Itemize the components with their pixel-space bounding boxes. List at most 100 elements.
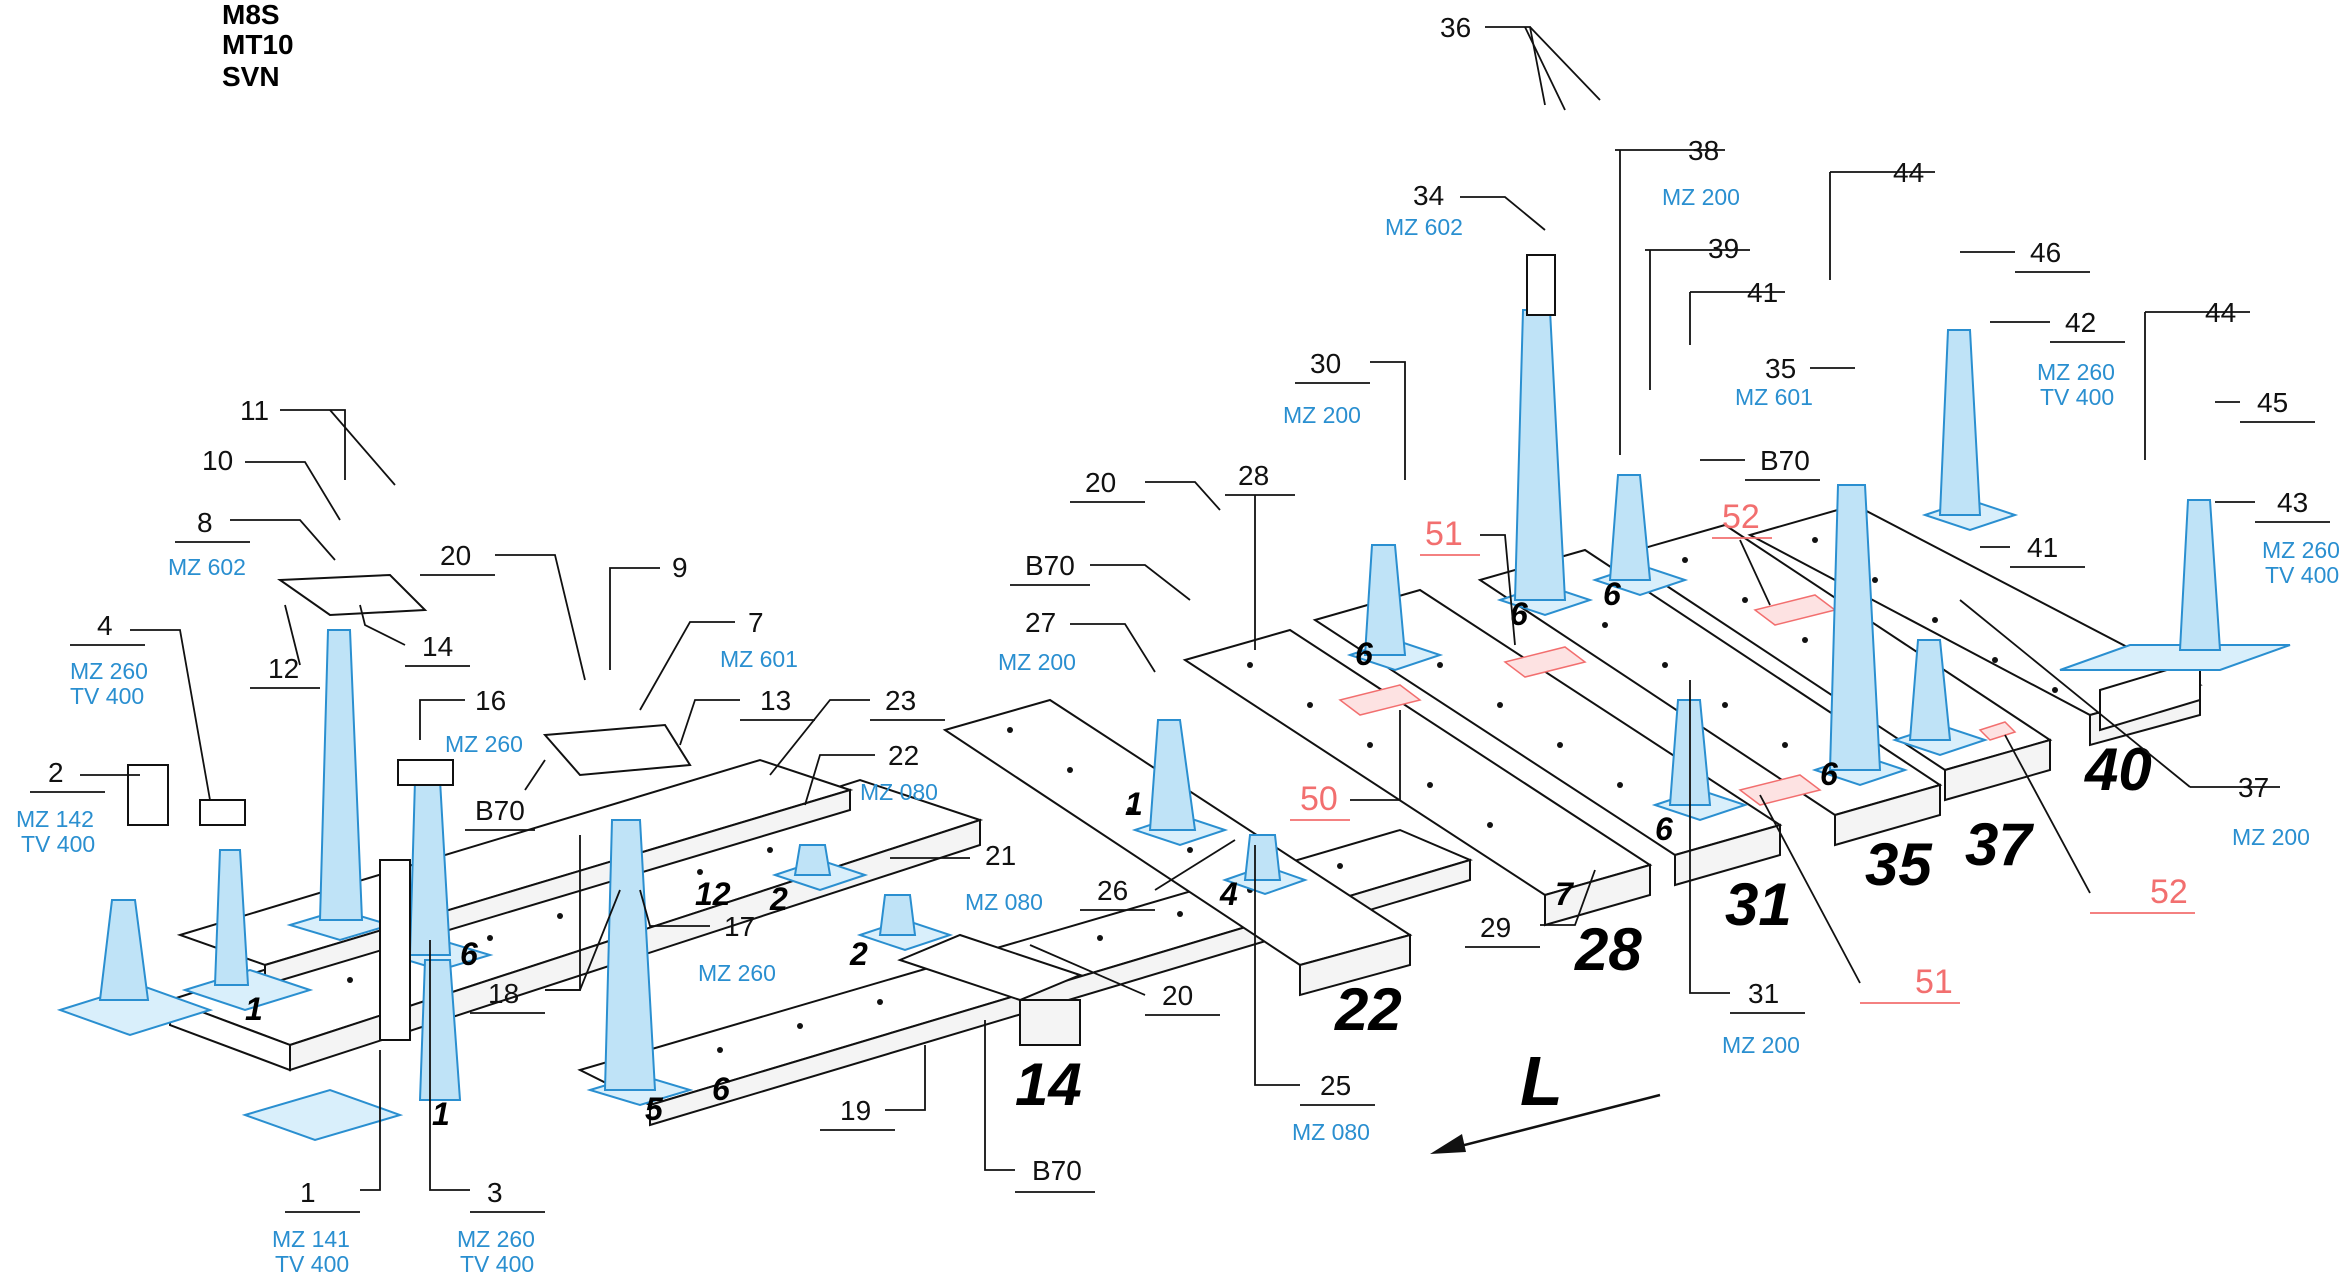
beam-number-22: 22 — [1334, 976, 1402, 1043]
stand-16 — [408, 779, 452, 956]
callout-22: 22 — [888, 740, 919, 771]
callout-17: 17 — [724, 911, 755, 942]
callout-10: 10 — [202, 445, 233, 476]
code-42b: TV 400 — [2040, 384, 2114, 410]
beam-mark: 4 — [1219, 876, 1238, 912]
stand-38 — [1608, 474, 1652, 581]
callout-18: 18 — [488, 978, 519, 1009]
code-2a: MZ 142 — [16, 806, 94, 832]
beam-mark: 12 — [695, 876, 731, 912]
callout-25: 25 — [1320, 1070, 1351, 1101]
beam-mark: 2 — [849, 936, 868, 972]
code-8: MZ 602 — [168, 554, 246, 580]
beam-mark: 1 — [245, 991, 263, 1027]
model-svn: SVN — [222, 61, 280, 92]
red-callout-52b: 52 — [2150, 873, 2188, 911]
beam-mark: 6 — [1603, 576, 1621, 612]
stands — [56, 254, 2291, 1142]
stand-43-plate — [2059, 644, 2291, 671]
callout-42: 42 — [2065, 307, 2096, 338]
pink-pad-52b — [1978, 721, 2017, 741]
code-21: MZ 080 — [965, 889, 1043, 915]
callout-20c: 20 — [1085, 467, 1116, 498]
code-3b: TV 400 — [460, 1251, 534, 1275]
stand-42 — [1938, 329, 1982, 516]
callout-8: 8 — [197, 507, 213, 538]
beam-number-40: 40 — [2084, 736, 2152, 803]
beam-number-35: 35 — [1865, 831, 1933, 898]
callout-3: 3 — [487, 1177, 503, 1208]
beam-numbers: 14 22 28 31 35 37 40 — [1015, 736, 2152, 1118]
beam-mark: 1 — [1125, 786, 1143, 822]
pink-pad-51b — [1738, 774, 1822, 806]
beam-mark: 1 — [432, 1096, 450, 1132]
callout-41b: 41 — [2027, 532, 2058, 563]
code-31: MZ 200 — [1722, 1032, 1800, 1058]
code-37: MZ 200 — [2232, 824, 2310, 850]
stand-27 — [1148, 719, 1197, 831]
stand-34-post — [1526, 254, 1556, 316]
code-27: MZ 200 — [998, 649, 1076, 675]
beam-number-37: 37 — [1965, 811, 2034, 878]
pink-pads — [1338, 594, 2017, 806]
callout-19: 19 — [840, 1095, 871, 1126]
code-25: MZ 080 — [1292, 1119, 1370, 1145]
callout-b70b: B70 — [1032, 1155, 1082, 1186]
callout-31: 31 — [1748, 978, 1779, 1009]
stand-25 — [1243, 834, 1282, 881]
stand-37 — [1908, 639, 1952, 741]
beam-mark: 6 — [1355, 636, 1373, 672]
callout-34: 34 — [1413, 180, 1444, 211]
callout-16: 16 — [475, 685, 506, 716]
code-30: MZ 200 — [1283, 402, 1361, 428]
pink-pad-51a — [1503, 646, 1587, 678]
small-beam-marks: 1 5 6 6 1 12 2 2 1 4 6 6 6 6 6 7 — [245, 576, 1838, 1132]
stand-35 — [1828, 484, 1882, 771]
callout-23: 23 — [885, 685, 916, 716]
beam-mark: 2 — [769, 881, 788, 917]
stand-4-head — [199, 799, 246, 826]
code-4a: MZ 260 — [70, 658, 148, 684]
beam-37-end — [1944, 738, 2051, 802]
beam-28-end — [1544, 863, 1651, 927]
model-m8s: M8S — [222, 0, 280, 30]
callout-4: 4 — [97, 610, 113, 641]
beam-22-end — [1299, 933, 1411, 997]
callout-11: 11 — [240, 395, 269, 426]
beam-number-14: 14 — [1015, 1051, 1082, 1118]
model-list: M8S MT10 SVN — [222, 0, 294, 92]
callout-2: 2 — [48, 757, 64, 788]
code-38: MZ 200 — [1662, 184, 1740, 210]
stand-16-head — [397, 759, 454, 786]
beam-mark: 6 — [1820, 756, 1838, 792]
code-7: MZ 601 — [720, 646, 798, 672]
callout-14: 14 — [422, 631, 453, 662]
code-35: MZ 601 — [1735, 384, 1813, 410]
code-1b: TV 400 — [275, 1251, 349, 1275]
red-callout-51b: 51 — [1915, 963, 1953, 1001]
cross-beam-14-end — [1019, 999, 1081, 1046]
red-callout-52a: 52 — [1722, 498, 1760, 536]
stand-1-base — [241, 1088, 404, 1142]
callout-12: 12 — [268, 653, 299, 684]
beam-number-28: 28 — [1574, 916, 1642, 983]
stand-2 — [98, 899, 150, 1001]
code-2b: TV 400 — [21, 831, 95, 857]
red-callout-51a: 51 — [1425, 515, 1463, 553]
stand-17 — [603, 819, 657, 1091]
callout-26: 26 — [1097, 875, 1128, 906]
stand-4 — [213, 849, 250, 986]
direction-indicator: L — [1430, 1042, 1661, 1154]
beam-mark: 6 — [712, 1071, 730, 1107]
beam-number-31: 31 — [1725, 871, 1792, 938]
code-34: MZ 602 — [1385, 214, 1463, 240]
callout-7: 7 — [748, 607, 764, 638]
callout-b70a: B70 — [475, 795, 525, 826]
callout-21: 21 — [985, 840, 1016, 871]
callout-9: 9 — [672, 552, 688, 583]
stand-22 — [793, 844, 832, 876]
callout-28: 28 — [1238, 460, 1269, 491]
beam-mark: 5 — [645, 1091, 664, 1127]
code-22: MZ 080 — [860, 779, 938, 805]
